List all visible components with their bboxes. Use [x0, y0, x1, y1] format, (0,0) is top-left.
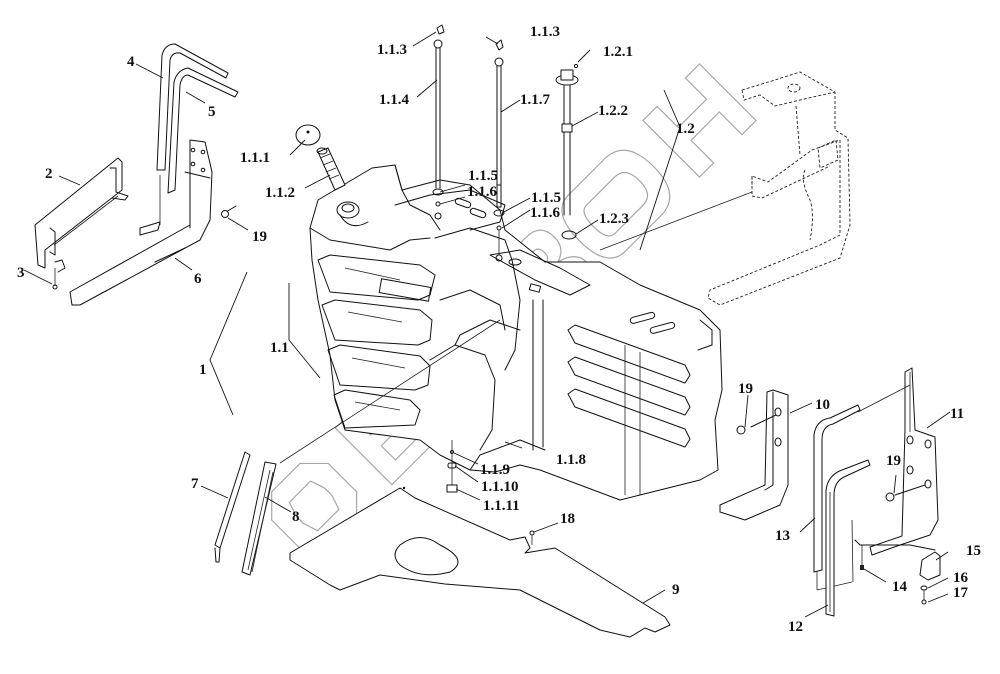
strips-7-8 — [214, 319, 501, 576]
callout-4: 4 — [127, 54, 135, 70]
callout-9: 9 — [672, 582, 680, 598]
callout-1-2-1: 1.2.1 — [603, 44, 633, 60]
callout-13: 13 — [775, 528, 790, 544]
callout-5: 5 — [208, 104, 216, 120]
floor-plate — [289, 486, 671, 638]
callout-1-1-2: 1.1.2 — [265, 185, 295, 201]
callout-1-2-2: 1.2.2 — [598, 103, 628, 119]
callout-1-1-3-right: 1.1.3 — [530, 24, 560, 40]
right-brackets — [719, 367, 941, 617]
callout-1-1-4: 1.1.4 — [379, 92, 410, 108]
callout-11: 11 — [950, 406, 964, 422]
callout-1-1-6-right: 1.1.6 — [530, 205, 561, 221]
callout-labels: 1 1.1 1.1.1 1.1.2 1.1.3 1.1.3 1.1.4 1.1.… — [17, 24, 981, 635]
callout-19-middle: 19 — [738, 381, 753, 397]
callout-1-1-5-left: 1.1.5 — [468, 168, 498, 184]
drain-hardware — [446, 440, 535, 545]
callout-16: 16 — [953, 570, 969, 586]
callout-2: 2 — [45, 166, 53, 182]
callout-1-1-10: 1.1.10 — [481, 479, 519, 495]
callout-8: 8 — [292, 509, 300, 525]
sender-rods — [432, 24, 579, 262]
callout-1-1-6-left: 1.1.6 — [467, 184, 498, 200]
callout-1-1-1: 1.1.1 — [240, 150, 270, 166]
callout-1-1: 1.1 — [270, 340, 289, 356]
callout-17: 17 — [953, 585, 969, 601]
fuel-tank-body — [309, 164, 723, 501]
callout-1-1-11: 1.1.11 — [483, 498, 520, 514]
filler-cap-and-strainer — [295, 124, 346, 191]
callout-1-1-8: 1.1.8 — [556, 452, 586, 468]
callout-1-1-3-left: 1.1.3 — [377, 42, 407, 58]
callout-1-1-7: 1.1.7 — [520, 92, 551, 108]
frame-reference-dashed — [599, 71, 851, 306]
callout-1-1-5-right: 1.1.5 — [531, 190, 561, 206]
callout-1-2: 1.2 — [676, 121, 695, 137]
callout-1: 1 — [199, 362, 207, 378]
callout-14: 14 — [892, 579, 908, 595]
callout-10: 10 — [815, 397, 830, 413]
callout-1-2-3: 1.2.3 — [599, 211, 629, 227]
callout-19-left: 19 — [252, 229, 267, 245]
callout-19-right: 19 — [886, 453, 901, 469]
callout-1-1-9: 1.1.9 — [480, 462, 510, 478]
callout-18: 18 — [560, 511, 575, 527]
callout-12: 12 — [788, 619, 803, 635]
leader-lines — [23, 31, 951, 618]
callout-15: 15 — [966, 543, 981, 559]
callout-6: 6 — [194, 271, 202, 287]
left-brackets — [34, 43, 239, 306]
callout-3: 3 — [17, 265, 25, 281]
callout-7: 7 — [191, 476, 199, 492]
